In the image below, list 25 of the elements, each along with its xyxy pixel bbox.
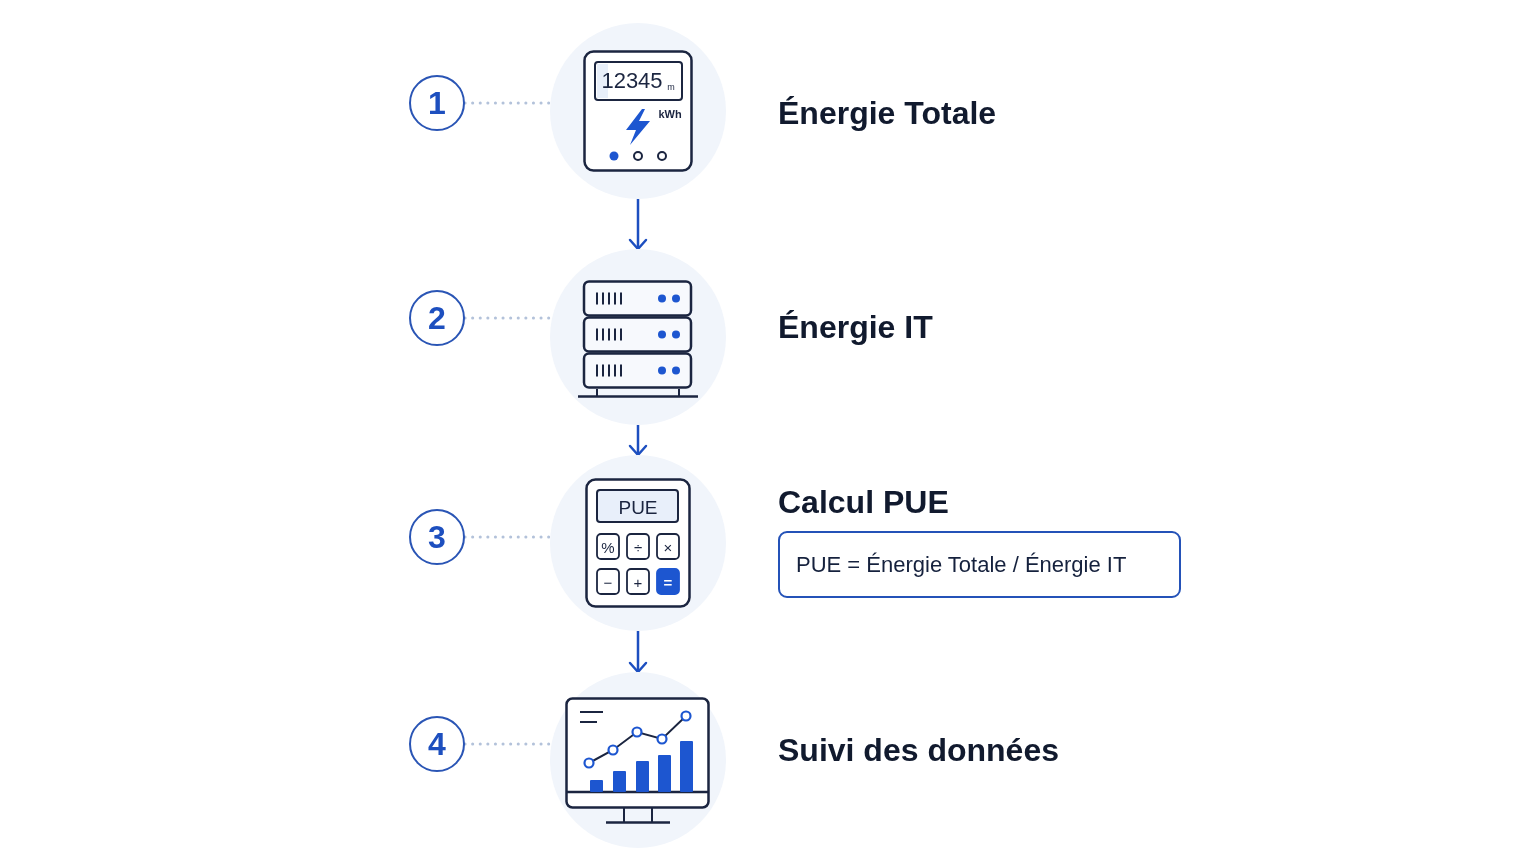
step-number: 1 (409, 75, 465, 131)
dotted-leader-line (463, 101, 552, 105)
step-number: 4 (409, 716, 465, 772)
step-title: Énergie IT (778, 307, 933, 347)
step-number: 2 (409, 290, 465, 346)
step-number: 3 (409, 509, 465, 565)
key-symbol: % (601, 539, 615, 555)
dotted-leader-line (463, 535, 552, 539)
unit-label: kWh (658, 108, 682, 120)
step-title: Suivi des données (778, 730, 1059, 770)
formula-box: PUE = Énergie Totale / Énergie IT (778, 531, 1181, 598)
arrow (628, 199, 648, 251)
step-title: Calcul PUE (778, 482, 949, 522)
unit-label: m (667, 82, 675, 92)
arrow (628, 631, 648, 674)
key-symbol: ÷ (633, 539, 643, 555)
dotted-leader-line (463, 742, 553, 746)
key-symbol: + (633, 574, 643, 590)
key-symbol: × (663, 539, 673, 555)
display-text: PUE (618, 497, 658, 517)
arrow (628, 425, 648, 457)
key-symbol: − (603, 574, 613, 590)
meter-reading: 12345 (601, 70, 663, 92)
key-symbol: = (663, 574, 673, 590)
step-title: Énergie Totale (778, 93, 997, 133)
